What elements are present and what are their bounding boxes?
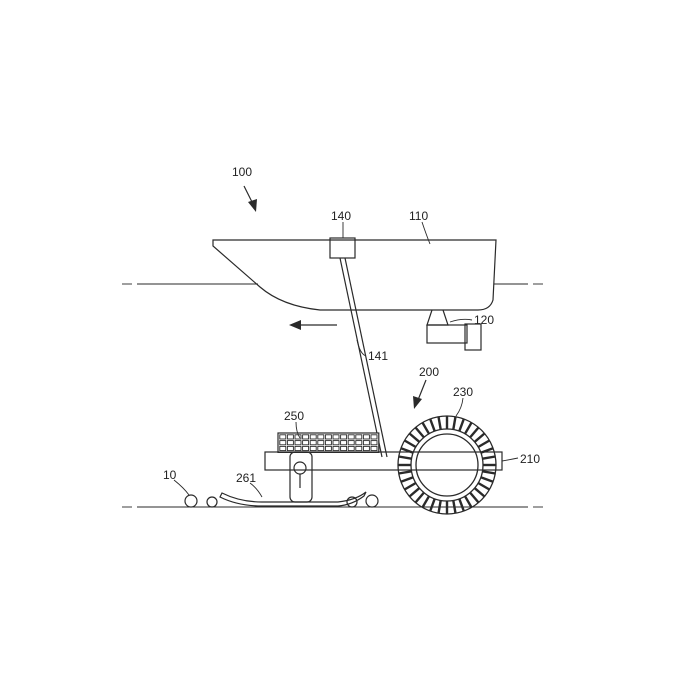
sensor-box [329, 237, 356, 259]
label-100: 100 [232, 165, 252, 179]
thruster [426, 309, 482, 351]
grid-panel [277, 432, 380, 453]
label-141: 141 [368, 349, 388, 363]
leg-mechanism [289, 451, 313, 503]
leader-lines [173, 221, 519, 498]
label-110: 110 [409, 209, 428, 223]
label-210: 210 [520, 452, 540, 466]
label-140: 140 [331, 209, 351, 223]
label-261: 261 [236, 471, 256, 485]
arrow-200 [413, 379, 427, 409]
label-250: 250 [284, 409, 304, 423]
chassis-frame [264, 451, 503, 471]
label-120: 120 [474, 313, 494, 327]
label-10: 10 [163, 468, 177, 482]
arrow-100 [243, 185, 257, 212]
skid-plate [219, 491, 367, 507]
label-230: 230 [453, 385, 473, 399]
motion-arrow [289, 320, 337, 330]
wheel [397, 415, 497, 515]
pebbles [184, 494, 379, 508]
tether-cable [339, 257, 388, 458]
boat-hull [212, 239, 497, 311]
label-200: 200 [419, 365, 439, 379]
